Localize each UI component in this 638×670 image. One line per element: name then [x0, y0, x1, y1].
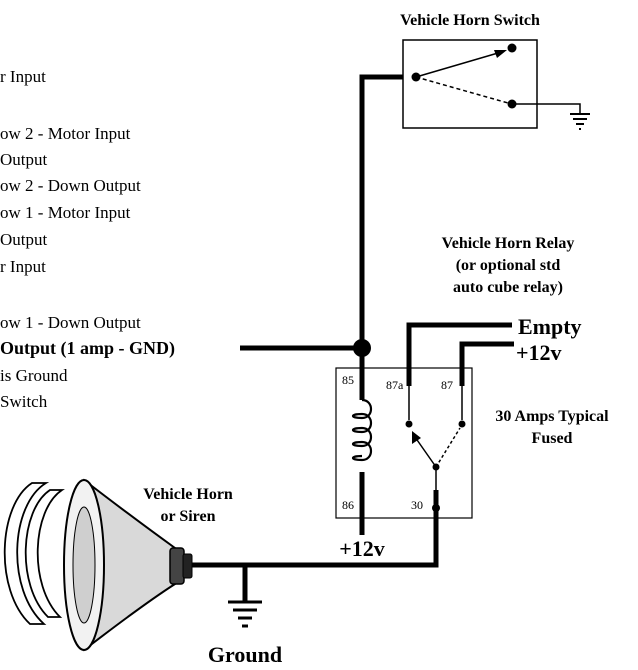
horn-output-label: Output (1 amp - GND) — [0, 338, 175, 359]
switch-dashed-arm — [415, 76, 509, 104]
horn-title-line-2: or Siren — [161, 508, 216, 525]
wire-label-4: ow 2 - Down Output — [0, 176, 141, 195]
relay-contact-leads — [408, 386, 463, 505]
horn-switch-title: Vehicle Horn Switch — [400, 12, 540, 29]
horn: Vehicle Horn or Siren Ground — [3, 478, 282, 667]
empty-label: Empty — [518, 314, 582, 339]
wire-label-list: r Input ow 2 - Motor Input Output ow 2 -… — [0, 67, 175, 411]
fuse-line-2: Fused — [532, 430, 573, 447]
pin30-horn-wire — [190, 505, 439, 568]
fuse-line-1: 30 Amps Typical — [495, 408, 609, 425]
wire-label-1: r Input — [0, 67, 46, 86]
contact-87 — [458, 420, 466, 428]
horn-ground-icon — [228, 600, 262, 628]
pin-86-label: 86 — [342, 498, 354, 512]
relay-title-line-3: auto cube relay) — [453, 279, 563, 296]
pin-85-label: 85 — [342, 373, 354, 387]
switch-arm — [415, 52, 499, 78]
relay-title-line-2: (or optional std — [456, 257, 561, 274]
switch-ground-wire — [512, 103, 581, 114]
horn-title-line-1: Vehicle Horn — [143, 486, 233, 503]
wire-label-7: r Input — [0, 257, 46, 276]
relay-armature — [414, 436, 437, 468]
armature-arrow-icon — [412, 431, 421, 444]
junction-dot — [353, 339, 371, 357]
relay-coil-icon — [351, 398, 373, 462]
relay-internal-wires — [359, 366, 465, 520]
wire-label-11: Switch — [0, 392, 48, 411]
horn-icon — [3, 478, 193, 652]
pin-30-label: 30 — [411, 498, 423, 512]
ground-label: Ground — [208, 642, 282, 667]
switch-arrow-icon — [494, 50, 507, 58]
contact-87a — [405, 420, 413, 428]
horn-switch: Vehicle Horn Switch — [400, 12, 590, 130]
main-wires — [190, 74, 514, 602]
wire-label-8: ow 1 - Down Output — [0, 313, 141, 332]
relay-dashed-armature — [435, 427, 461, 468]
wire-label-10: is Ground — [0, 366, 68, 385]
ground-icon — [570, 113, 590, 130]
pin87a-wire — [406, 322, 512, 380]
switch-open-terminal — [507, 43, 517, 53]
plus12v-87-label: +12v — [516, 340, 562, 365]
wire-label-5: ow 1 - Motor Input — [0, 203, 131, 222]
wire-label-2: ow 2 - Motor Input — [0, 124, 131, 143]
pin-87-label: 87 — [441, 378, 453, 392]
pin30-terminal — [432, 504, 440, 512]
relay: Vehicle Horn Relay (or optional std auto… — [335, 235, 609, 561]
relay-title-line-1: Vehicle Horn Relay — [442, 235, 575, 252]
wire-label-3: Output — [0, 150, 48, 169]
wire-label-6: Output — [0, 230, 48, 249]
plus12v-86-label: +12v — [339, 536, 385, 561]
pin-87a-label: 87a — [386, 378, 404, 392]
horn-switch-box — [402, 39, 538, 129]
switch-feed-wire — [359, 74, 416, 348]
